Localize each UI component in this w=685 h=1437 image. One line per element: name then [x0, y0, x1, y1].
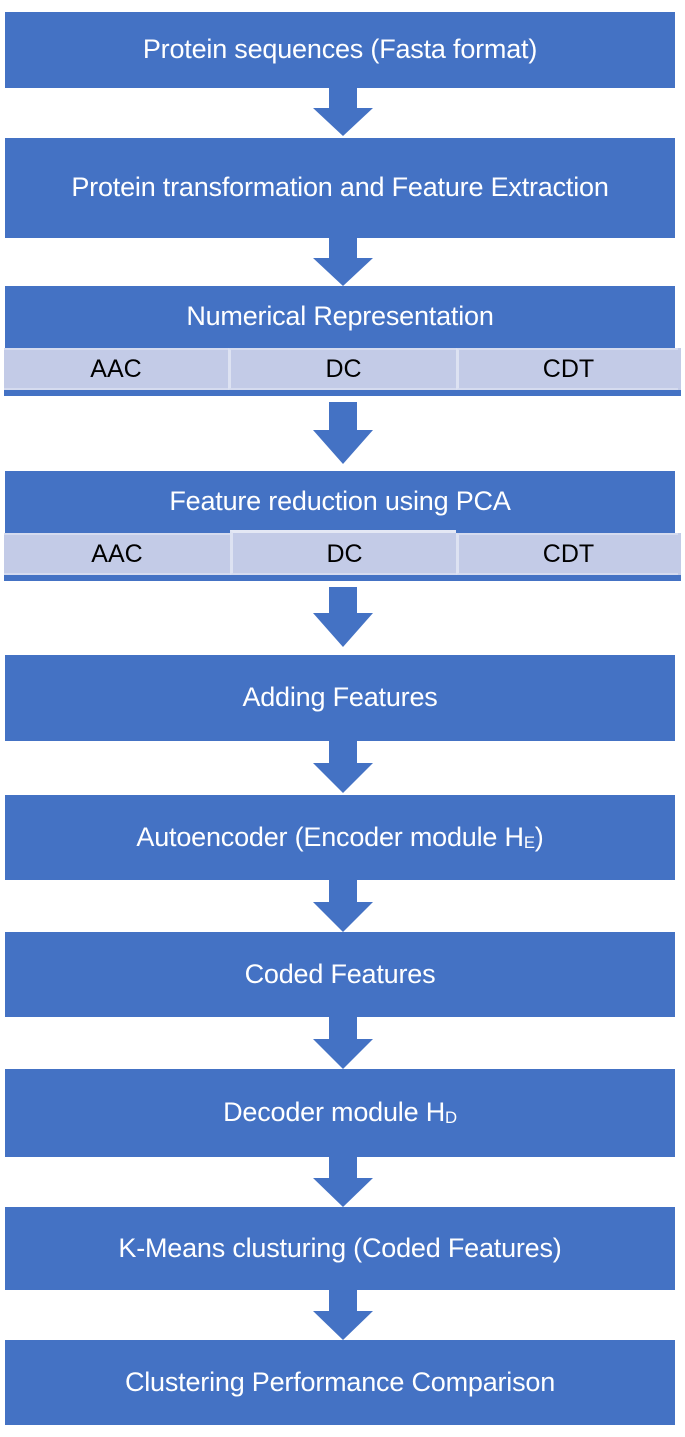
- node-kmeans-clustering[interactable]: K-Means clusturing (Coded Features): [5, 1207, 675, 1290]
- node-label: Numerical Representation: [186, 301, 494, 332]
- arrow-down-9: [312, 1290, 373, 1340]
- subcell-aac[interactable]: AAC: [4, 533, 230, 575]
- node-label: Clustering Performance Comparison: [124, 1366, 556, 1397]
- node-label: Feature reduction using PCA: [169, 486, 511, 517]
- subrow-numerical-representation: AAC DC CDT: [4, 348, 681, 396]
- arrow-down-1: [312, 88, 373, 136]
- subcell-cdt[interactable]: CDT: [456, 348, 678, 390]
- subcell-cdt[interactable]: CDT: [456, 533, 678, 575]
- node-feature-reduction-pca[interactable]: Feature reduction using PCA: [5, 471, 675, 533]
- node-label: Protein transformation and Feature Extra…: [71, 172, 609, 203]
- subcell-aac[interactable]: AAC: [4, 348, 228, 390]
- node-adding-features[interactable]: Adding Features: [5, 655, 675, 741]
- arrow-down-7: [312, 1017, 373, 1069]
- node-clustering-performance[interactable]: Clustering Performance Comparison: [5, 1340, 675, 1425]
- node-label: Coded Features: [244, 958, 436, 989]
- subcell-dc[interactable]: DC: [228, 348, 456, 390]
- node-numerical-representation[interactable]: Numerical Representation: [5, 286, 675, 348]
- arrow-down-5: [312, 741, 373, 793]
- node-label: Protein sequences (Fasta format): [142, 34, 538, 65]
- node-label-text-a: Decoder module H: [223, 1097, 446, 1128]
- node-label: Adding Features: [242, 682, 438, 713]
- subcell-dc[interactable]: DC: [230, 530, 456, 575]
- node-protein-transformation[interactable]: Protein transformation and Feature Extra…: [5, 138, 675, 238]
- node-coded-features[interactable]: Coded Features: [5, 932, 675, 1017]
- node-label-text-a: Autoencoder (Encoder module H: [136, 821, 524, 852]
- node-label-text-b: ): [534, 821, 544, 852]
- arrow-down-6: [312, 880, 373, 932]
- node-label: K-Means clusturing (Coded Features): [118, 1232, 562, 1263]
- arrow-down-3: [312, 402, 373, 464]
- arrow-down-8: [312, 1157, 373, 1207]
- node-protein-sequences[interactable]: Protein sequences (Fasta format): [5, 12, 675, 88]
- arrow-down-2: [312, 238, 373, 286]
- subrow-feature-reduction-pca: AAC DC CDT: [4, 530, 681, 581]
- arrow-down-4: [312, 587, 373, 647]
